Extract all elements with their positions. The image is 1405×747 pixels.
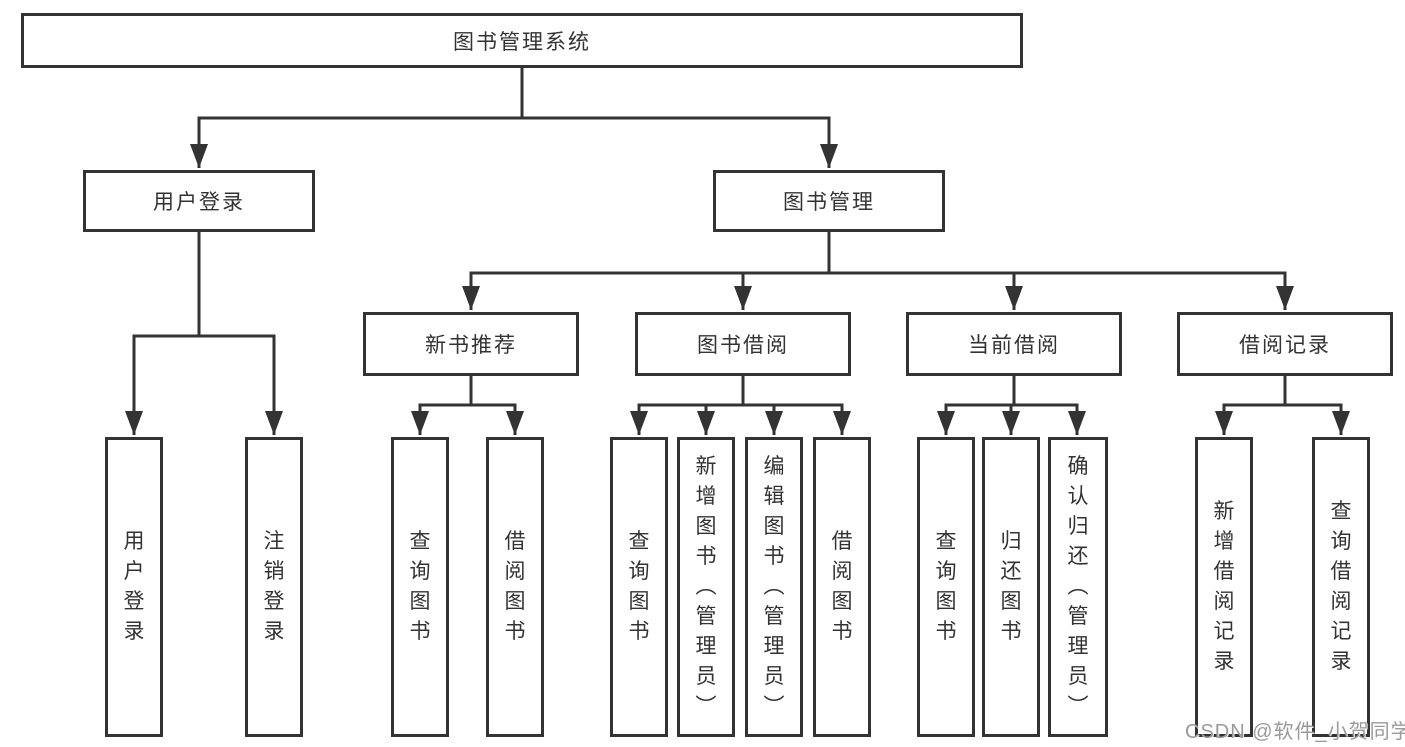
node-book-management: 图书管理 bbox=[713, 170, 945, 232]
node-user-login: 用户登录 bbox=[83, 170, 315, 232]
leaf-logout-login: 注销登录 bbox=[245, 437, 303, 737]
leaf-borrow-query-book: 查询图书 bbox=[610, 437, 668, 737]
leaf-current-return-book: 归还图书 bbox=[982, 437, 1040, 737]
node-new-book-recommend: 新书推荐 bbox=[363, 312, 579, 376]
leaf-borrow-edit-book-admin: 编辑图书︵管理员︶ bbox=[745, 437, 803, 737]
leaf-newrec-query-book: 查询图书 bbox=[391, 437, 449, 737]
node-root-system: 图书管理系统 bbox=[21, 13, 1023, 68]
node-current-borrow: 当前借阅 bbox=[906, 312, 1122, 376]
leaf-user-login: 用户登录 bbox=[105, 437, 163, 737]
node-book-borrow: 图书借阅 bbox=[635, 312, 851, 376]
leaf-newrec-borrow-book: 借阅图书 bbox=[486, 437, 544, 737]
node-borrow-record: 借阅记录 bbox=[1177, 312, 1393, 376]
leaf-record-query-borrow-record: 查询借阅记录 bbox=[1312, 437, 1370, 737]
leaf-borrow-borrow-book: 借阅图书 bbox=[813, 437, 871, 737]
leaf-borrow-add-book-admin: 新增图书︵管理员︶ bbox=[677, 437, 735, 737]
leaf-record-add-borrow-record: 新增借阅记录 bbox=[1195, 437, 1253, 737]
leaf-current-query-book: 查询图书 bbox=[917, 437, 975, 737]
csdn-watermark: CSDN @软件_小贺同学 bbox=[1185, 721, 1405, 743]
leaf-current-confirm-return-admin: 确认归还︵管理员︶ bbox=[1048, 437, 1108, 737]
